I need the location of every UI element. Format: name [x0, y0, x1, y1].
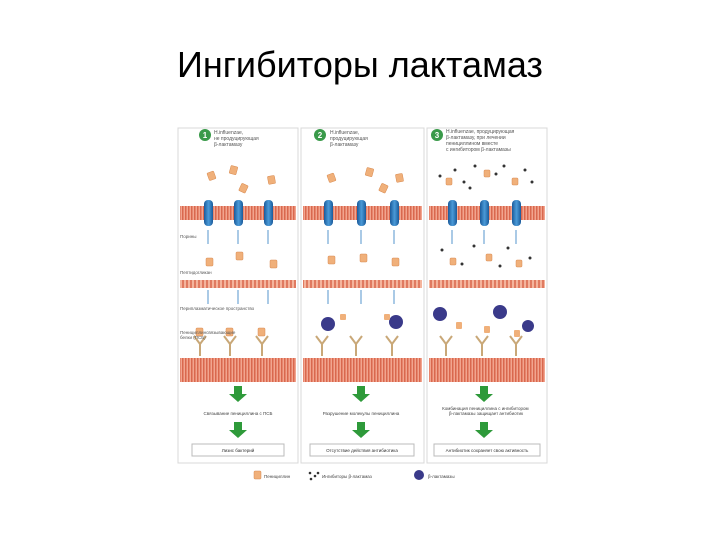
peptidoglycan-2 — [303, 280, 422, 288]
panel-2-outcome-box — [309, 443, 415, 457]
green-arrows — [229, 386, 493, 438]
porins-panel-2 — [324, 200, 399, 226]
panel-2-outcome: Отсутствие действия антибиотика — [326, 447, 398, 453]
panel-3-outcome: Антибиотик сохраняет свою активность — [446, 448, 529, 453]
slide-title: Ингибиторы лактамаз — [177, 44, 543, 85]
panel-1-outcome: Лизис бактерий — [222, 447, 255, 453]
legend-inhibitor-label: Ингибиторы β-лактамаз — [322, 474, 372, 479]
penicillin-periplasm-3 — [449, 253, 523, 268]
panel-3-outcome-box — [433, 443, 541, 457]
panel-2-frame — [300, 127, 425, 464]
panel-1-caption: H.influenzae, не продуцирующая β-лактама… — [214, 130, 260, 148]
panel-3-number-text: 3 — [435, 131, 440, 140]
legend: Пенициллин Ингибиторы β-лактамаз β-лакта… — [253, 470, 455, 481]
flow-arrows — [207, 230, 517, 304]
label-periplasm: Периплазматическое пространство — [180, 306, 255, 311]
inner-membrane-1 — [180, 358, 296, 382]
lactamase-diagram: 1 2 3 H.influenzae, не продуцирующая β-л… — [170, 118, 550, 501]
porins-panel-3 — [448, 200, 521, 226]
panel-3-frame — [426, 127, 548, 464]
label-porins: Порины — [180, 234, 196, 239]
lactamase-panel-3 — [433, 305, 534, 337]
legend-lactamase-label: β-лактамазы — [428, 474, 455, 479]
penicillin-periplasm-2 — [327, 253, 400, 267]
inhibitors-periplasm-3 — [440, 244, 532, 268]
label-peptidoglycan: Пептидогликан — [180, 270, 212, 275]
panel-2-result: Разрушение молекулы пенициллина — [323, 411, 400, 416]
panel-1-outcome-box — [191, 443, 285, 457]
inhibitors-above-3 — [438, 164, 534, 190]
panel-1-frame — [177, 127, 299, 464]
legend-penicillin-swatch — [253, 470, 262, 480]
inner-membrane-3 — [429, 358, 545, 382]
penicillin-periplasm-1 — [205, 251, 278, 269]
panel-1-number-text: 1 — [203, 131, 208, 140]
label-pbp: Пенициллинсвязывающие белки (ПСБ) — [180, 330, 237, 340]
penicillin-above-3 — [445, 169, 519, 186]
penicillin-above-2 — [326, 167, 404, 194]
diagram-svg: 1 2 3 H.influenzae, не продуцирующая β-л… — [177, 127, 548, 481]
legend-lactamase-swatch — [414, 470, 424, 480]
peptidoglycan-1 — [180, 280, 296, 288]
porins-panel-1 — [204, 200, 273, 226]
panel-3-number: 3 — [431, 129, 443, 141]
panel-2-caption: H.influenzae, продуцирующая β-лактамазу — [330, 130, 369, 148]
panel-1-number: 1 — [199, 129, 211, 141]
legend-penicillin-label: Пенициллин — [264, 474, 291, 479]
legend-inhibitor-swatch — [308, 471, 320, 481]
penicillin-bound-pbp-1 — [195, 327, 266, 337]
lactamase-panel-2 — [321, 314, 403, 331]
penicillin-above-1 — [206, 165, 276, 194]
peptidoglycan-3 — [429, 280, 545, 288]
panel-1-result: Связывание пенициллина с ПСБ — [204, 411, 273, 416]
pbp-receptors — [193, 335, 523, 356]
panel-2-number: 2 — [314, 129, 326, 141]
panel-2-number-text: 2 — [318, 131, 323, 140]
inner-membrane-2 — [303, 358, 422, 382]
panel-3-result: Комбинация пенициллина с ингибитором β-л… — [442, 406, 530, 416]
panel-3-caption: H.influenzae, продуцирующая β-лактамазу,… — [446, 129, 516, 153]
